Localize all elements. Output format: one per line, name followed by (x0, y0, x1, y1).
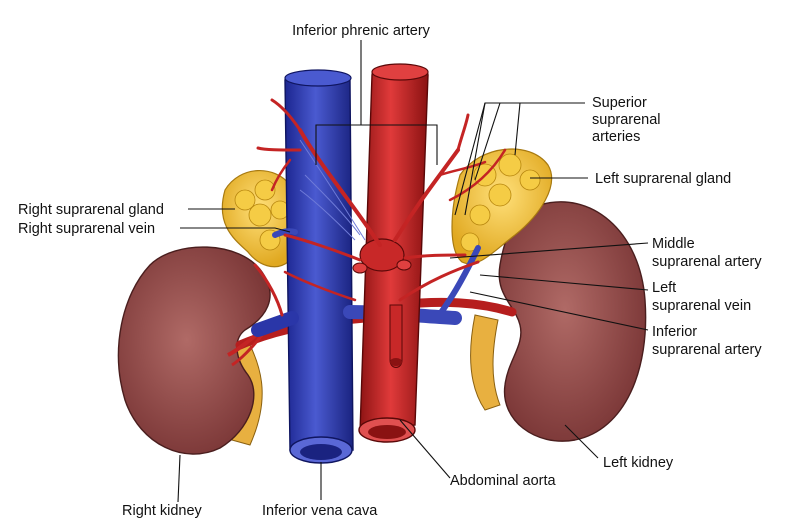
label-line: Left (652, 280, 676, 296)
label-line: arteries (592, 129, 640, 145)
leader-lines (177, 40, 649, 503)
abdominal-aorta (352, 63, 429, 443)
left-kidney (498, 201, 647, 442)
label-line: suprarenal artery (652, 342, 762, 358)
label-inferior-vena-cava: Inferior vena cava (262, 503, 378, 519)
label-line: Inferior (652, 324, 697, 340)
label-abdominal-aorta: Abdominal aorta (450, 473, 557, 489)
left-ureter (470, 314, 501, 411)
label-superior-suprarenal-arteries: Superior suprarenal arteries (592, 95, 665, 145)
label-line: suprarenal artery (652, 254, 762, 270)
label-left-suprarenal-gland: Left suprarenal gland (595, 171, 731, 187)
suprarenal-arteries (253, 98, 507, 317)
label-middle-suprarenal-artery: Middle suprarenal artery (652, 236, 762, 270)
label-inferior-phrenic-artery: Inferior phrenic artery (292, 23, 431, 39)
label-left-kidney: Left kidney (603, 455, 674, 471)
phrenic-artery-fibers (299, 139, 366, 241)
label-line: suprarenal (592, 112, 661, 128)
label-left-suprarenal-vein: Left suprarenal vein (652, 280, 751, 314)
right-suprarenal-gland (221, 170, 298, 268)
left-suprarenal-gland (451, 148, 553, 265)
label-right-suprarenal-vein: Right suprarenal vein (18, 221, 155, 237)
label-right-suprarenal-gland: Right suprarenal gland (18, 202, 164, 218)
label-line: suprarenal vein (652, 298, 751, 314)
label-line: Middle (652, 236, 695, 252)
label-right-kidney: Right kidney (122, 503, 203, 519)
label-inferior-suprarenal-artery: Inferior suprarenal artery (652, 324, 762, 358)
inferior-vena-cava (284, 69, 354, 464)
label-line: Superior (592, 95, 647, 111)
